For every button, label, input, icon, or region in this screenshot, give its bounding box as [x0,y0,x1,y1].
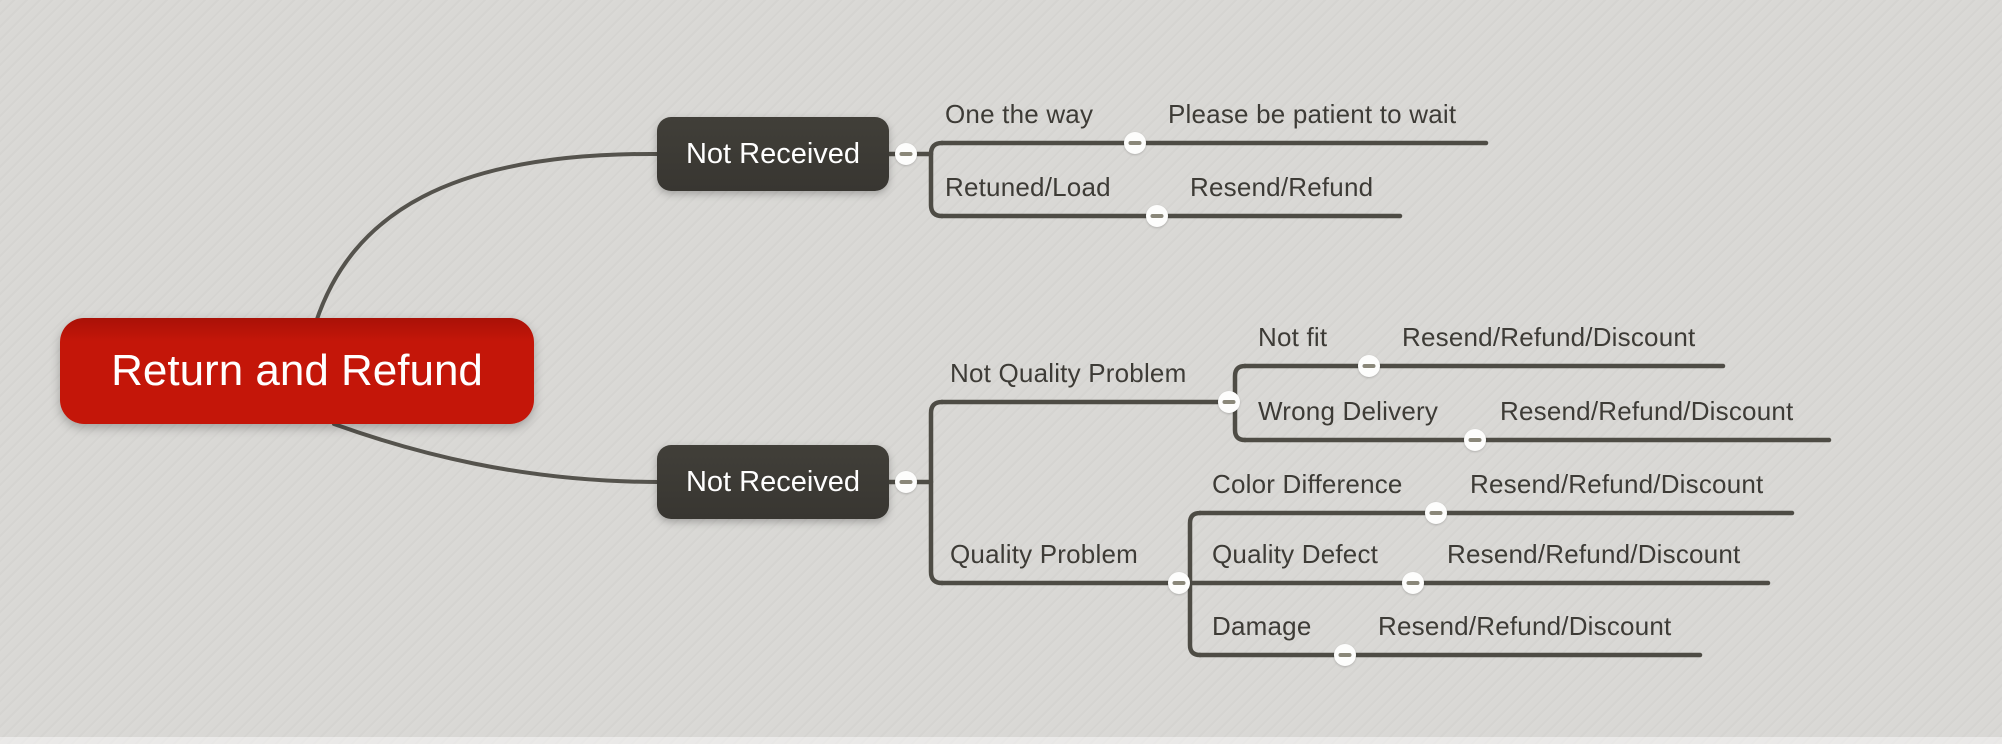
minus-icon [1172,581,1186,585]
canvas-bottom-edge [0,737,2002,744]
minus-icon [1362,364,1376,368]
minus-icon [1338,653,1352,657]
bracket-branch2 [928,399,945,586]
root-topic[interactable]: Return and Refund [60,318,534,424]
branch-topic-not-received-2[interactable]: Not Received [657,445,889,519]
collapse-button-retuned-load[interactable] [1146,205,1168,227]
collapse-button-branch2[interactable] [895,471,917,493]
minus-icon [1468,438,1482,442]
minus-icon [1128,141,1142,145]
topic-wrong-delivery[interactable]: Wrong Delivery [1258,396,1439,426]
topic-damage[interactable]: Damage [1212,611,1312,641]
collapse-button-quality[interactable] [1168,572,1190,594]
collapse-button-wrong-delivery[interactable] [1464,429,1486,451]
topic-rrd-5[interactable]: Resend/Refund/Discount [1378,611,1672,641]
branch-topic-not-received-1[interactable]: Not Received [657,117,889,191]
topic-quality-defect[interactable]: Quality Defect [1212,539,1379,569]
minus-icon [1406,581,1420,585]
topic-not-fit[interactable]: Not fit [1258,322,1328,352]
collapse-button-not-quality[interactable] [1218,391,1240,413]
topic-please-be-patient[interactable]: Please be patient to wait [1168,99,1457,129]
minus-icon [1429,511,1443,515]
topic-resend-refund[interactable]: Resend/Refund [1190,172,1374,202]
topic-color-difference[interactable]: Color Difference [1212,469,1403,499]
topic-retuned-load[interactable]: Retuned/Load [945,172,1111,202]
topic-not-quality-problem[interactable]: Not Quality Problem [950,358,1187,388]
topic-rrd-4[interactable]: Resend/Refund/Discount [1447,539,1741,569]
minus-icon [1222,400,1236,404]
topic-rrd-2[interactable]: Resend/Refund/Discount [1500,396,1794,426]
connector-root-branch1 [314,151,662,324]
topic-rrd-1[interactable]: Resend/Refund/Discount [1402,322,1696,352]
topic-one-the-way[interactable]: One the way [945,99,1094,129]
minus-icon [1150,214,1164,218]
collapse-button-quality-defect[interactable] [1402,572,1424,594]
collapse-button-damage[interactable] [1334,644,1356,666]
collapse-button-branch1[interactable] [895,143,917,165]
collapse-button-color-diff[interactable] [1425,502,1447,524]
connector-root-branch2 [332,422,662,484]
collapse-button-not-fit[interactable] [1358,355,1380,377]
collapse-button-one-the-way[interactable] [1124,132,1146,154]
topic-quality-problem[interactable]: Quality Problem [950,539,1138,569]
bracket-branch1 [928,140,945,219]
minus-icon [899,152,913,156]
minus-icon [899,480,913,484]
topic-rrd-3[interactable]: Resend/Refund/Discount [1470,469,1764,499]
